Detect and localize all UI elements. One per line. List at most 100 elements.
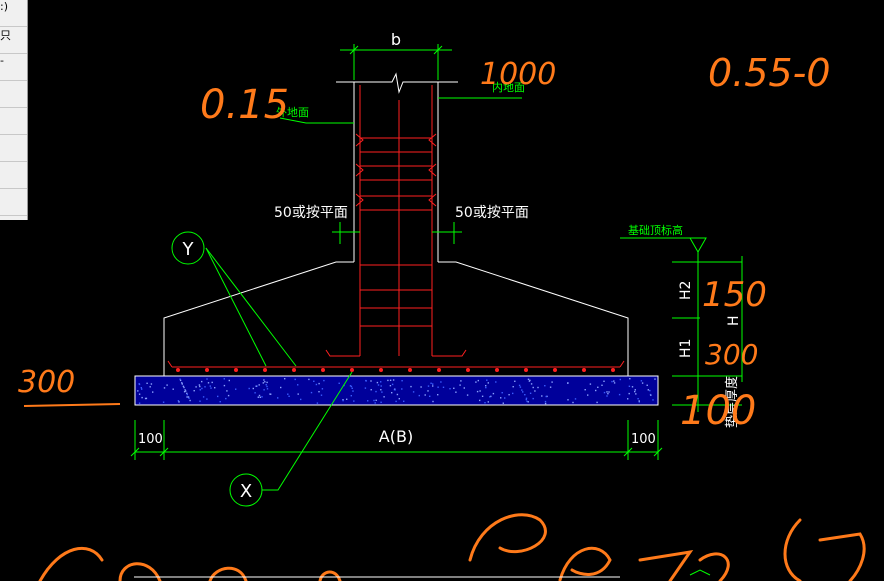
cushion-speck <box>219 401 221 403</box>
cushion-speck <box>476 390 479 393</box>
tool-panel-item[interactable] <box>0 162 27 189</box>
cushion-speck <box>380 385 382 387</box>
cushion-speck <box>587 394 589 396</box>
cushion-speck <box>410 385 412 388</box>
cushion-speck <box>551 381 553 383</box>
cushion-speck <box>350 385 353 388</box>
cushion-speck <box>187 396 190 398</box>
cushion-speck <box>364 387 367 389</box>
cushion-speck <box>266 381 268 384</box>
cushion-speck <box>373 399 375 402</box>
cushion-speck <box>603 380 605 382</box>
cushion-speck <box>401 380 403 382</box>
cushion-speck <box>629 378 631 380</box>
cushion-speck <box>574 398 577 400</box>
rebar-group <box>167 85 625 368</box>
tool-panel-item[interactable]: - <box>0 54 27 81</box>
cushion-speck <box>321 388 324 390</box>
cushion-speck <box>287 393 289 395</box>
callout-y-label: Y <box>182 239 195 260</box>
cushion-speck <box>181 383 183 385</box>
cushion-speck <box>380 389 382 391</box>
tool-panel-item[interactable]: :) <box>0 0 27 27</box>
cushion-speck <box>501 392 503 394</box>
cushion-speck <box>512 386 514 388</box>
label-outer-ground: 外地面 <box>276 106 309 119</box>
cushion-speck <box>375 399 377 401</box>
cushion-speck <box>206 378 208 380</box>
cushion-speck <box>432 400 434 403</box>
cushion-speck <box>262 382 264 384</box>
cushion-speck <box>225 397 227 400</box>
cushion-speck <box>481 395 484 397</box>
cushion-speck <box>338 382 340 384</box>
rebar-dot <box>321 368 325 372</box>
dim-left-100: 100 <box>138 432 163 447</box>
cushion-speck <box>150 383 153 385</box>
label-cushion: 垫层厚度 <box>724 376 740 428</box>
tool-panel-item[interactable]: 只 <box>0 27 27 54</box>
cushion-speck <box>152 391 154 393</box>
cushion-speck <box>567 399 569 401</box>
tool-panel-item[interactable] <box>0 81 27 108</box>
cushion-speck <box>181 382 183 384</box>
dim-span-label: A(B) <box>379 427 413 446</box>
cushion-speck <box>631 386 634 388</box>
cushion-speck <box>261 396 263 398</box>
cushion-speck <box>254 392 256 394</box>
cushion-speck <box>508 394 510 396</box>
cushion-speck <box>294 378 296 381</box>
cushion-speck <box>186 393 188 396</box>
handwriting-underline <box>23 403 121 407</box>
cushion-speck <box>166 384 168 386</box>
cushion-speck <box>201 380 203 383</box>
rebar-dot <box>611 368 615 372</box>
cushion-speck <box>199 400 201 402</box>
cushion-speck <box>463 387 465 389</box>
label-foundation-top: 基础顶标高 <box>628 223 683 237</box>
tool-panel-item[interactable] <box>0 135 27 162</box>
cushion-speck <box>638 401 640 403</box>
cushion-speck <box>184 389 186 391</box>
callout-y-circle <box>171 231 205 265</box>
cushion-speck <box>258 384 260 386</box>
cushion-speck <box>252 387 254 390</box>
cushion-speck <box>144 397 147 400</box>
cushion-speck <box>427 385 430 387</box>
cushion-speck <box>376 381 379 384</box>
cushion-speck <box>349 385 352 387</box>
cushion-speck <box>654 378 656 380</box>
cushion-speck <box>227 394 230 397</box>
cushion-speck <box>432 383 434 385</box>
cushion-speck <box>146 382 148 384</box>
cushion-speck <box>440 381 442 383</box>
cushion-speck <box>545 395 547 398</box>
cushion-speck <box>138 383 141 386</box>
cushion-speck <box>255 385 257 387</box>
cushion-speck <box>177 400 180 402</box>
cushion-speck <box>297 393 299 395</box>
cushion-speck <box>641 382 644 384</box>
cushion-speck <box>204 386 206 388</box>
cushion-speck <box>195 386 197 388</box>
cushion-speck <box>437 394 439 396</box>
cushion-speck <box>500 397 502 399</box>
cushion-speck <box>140 387 142 389</box>
cushion-speck <box>424 394 426 396</box>
tool-panel-item[interactable] <box>0 108 27 135</box>
cushion-speck <box>544 385 546 387</box>
tool-panel-item[interactable] <box>0 189 27 216</box>
cushion-speck <box>638 400 640 402</box>
cushion-speck <box>188 397 190 399</box>
cushion-speck <box>217 395 219 398</box>
cushion-speck <box>537 386 539 389</box>
label-h1: H1 <box>678 339 694 358</box>
cushion-speck <box>189 399 191 402</box>
cushion-speck <box>584 389 586 391</box>
dim-b-label: b <box>391 30 401 49</box>
note-100: 100 <box>680 388 756 434</box>
cushion-speck <box>257 396 259 398</box>
cushion-speck <box>383 396 385 398</box>
cushion-speck <box>300 398 302 401</box>
